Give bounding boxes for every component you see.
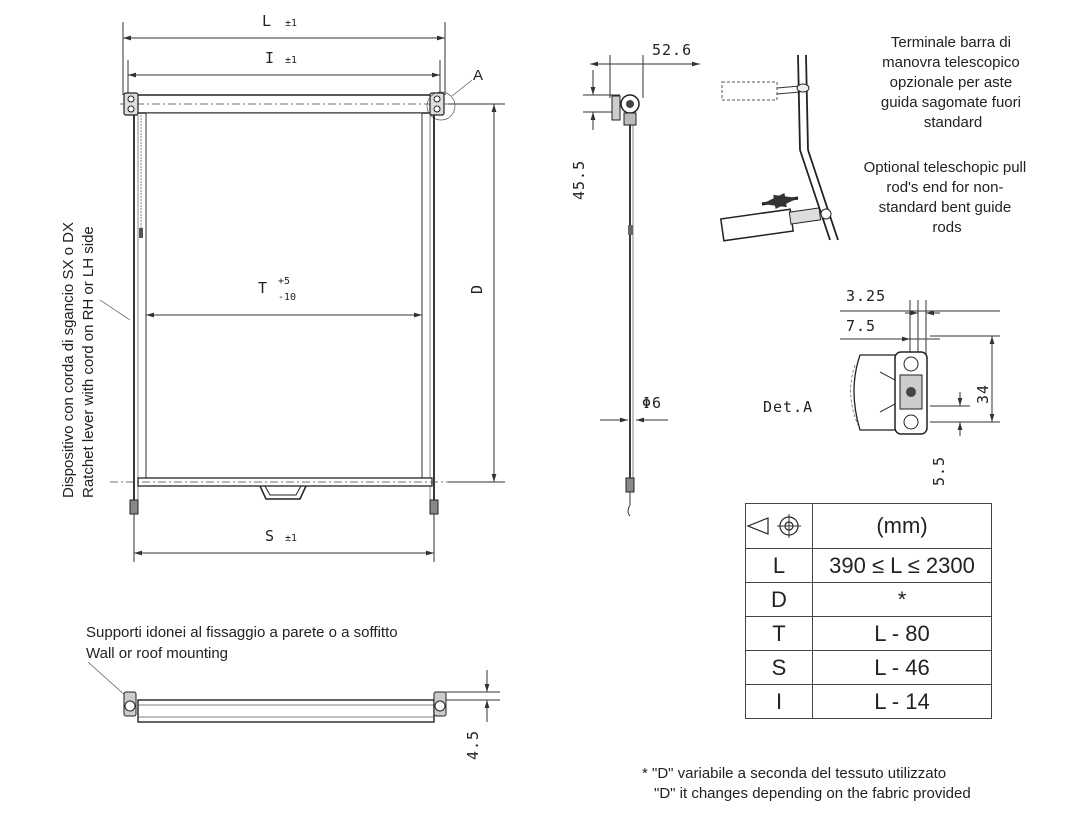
table-header-unit: (mm) xyxy=(812,503,992,549)
dim-I-label: I xyxy=(265,49,275,67)
table-row-value: L - 46 xyxy=(812,650,992,685)
table-row-value: L - 80 xyxy=(812,616,992,651)
mounting-view: Supporti idonei al fissaggio a parete o … xyxy=(86,624,500,760)
front-view: L ±1 I ±1 A xyxy=(60,12,505,562)
telescopic-sketch xyxy=(719,54,839,242)
side-note-italian: Dispositivo con corda di sgancio SX o DX xyxy=(60,222,77,498)
telescopic-note-italian: Terminale barra di manovra telescopico o… xyxy=(881,34,1025,131)
footnote: * "D" variabile a seconda del tessuto ut… xyxy=(642,764,971,804)
telescopic-note-english: Optional teleschopic pull rod's end for … xyxy=(864,159,1031,236)
side-dim-height: 45.5 xyxy=(570,160,588,200)
table-row: S L - 46 xyxy=(745,650,992,685)
table-row-key: L xyxy=(745,548,813,583)
dim-T-tolerance-minus: -10 xyxy=(278,292,296,303)
dim-I-tolerance: ±1 xyxy=(285,55,297,66)
table-row-value: 390 ≤ L ≤ 2300 xyxy=(812,548,992,583)
footnote-italian: * "D" variabile a seconda del tessuto ut… xyxy=(642,765,947,782)
side-dim-top: 52.6 xyxy=(652,41,692,59)
dim-T-tolerance-plus: +5 xyxy=(278,276,290,287)
table-row-key: S xyxy=(745,650,813,685)
table-header-row: (mm) xyxy=(745,503,992,549)
table-row-key: T xyxy=(745,616,813,651)
detail-a-reference: A xyxy=(473,67,483,84)
detail-dim-34: 34 xyxy=(974,384,992,404)
dim-D-label: D xyxy=(468,284,486,294)
side-dim-rod-diameter: Φ6 xyxy=(642,394,662,412)
mounting-note-italian: Supporti idonei al fissaggio a parete o … xyxy=(86,624,398,641)
table-row-key: D xyxy=(745,582,813,617)
detail-a-label: Det.A xyxy=(763,398,813,416)
table-row-key: I xyxy=(745,684,813,719)
detail-dim-7-5: 7.5 xyxy=(846,317,876,335)
table-row-value: * xyxy=(812,582,992,617)
spec-table: (mm) L 390 ≤ L ≤ 2300 D * T L - 80 S L -… xyxy=(745,503,992,719)
right-bracket xyxy=(429,92,445,116)
table-row: T L - 80 xyxy=(745,616,992,651)
dim-S-tolerance: ±1 xyxy=(285,533,297,544)
dim-L-tolerance: ±1 xyxy=(285,18,297,29)
dim-T-label: T xyxy=(258,279,268,297)
mount-right-bracket xyxy=(433,691,447,717)
detail-dim-3-25: 3.25 xyxy=(846,287,886,305)
detail-dim-5-5: 5.5 xyxy=(930,456,948,486)
side-note-english: Ratchet lever with cord on RH or LH side xyxy=(80,226,97,498)
footnote-english: "D" it changes depending on the fabric p… xyxy=(654,785,971,802)
side-view: 52.6 45.5 Φ6 xyxy=(570,41,700,517)
table-row: D * xyxy=(745,582,992,617)
mounting-note-english: Wall or roof mounting xyxy=(86,645,228,662)
table-row: I L - 14 xyxy=(745,684,992,719)
mount-left-bracket xyxy=(123,691,137,717)
table-row-value: L - 14 xyxy=(812,684,992,719)
dim-L-label: L xyxy=(262,12,272,30)
dim-S-label: S xyxy=(265,527,275,545)
left-bracket xyxy=(123,92,139,116)
detail-a: 3.25 7.5 34 5.5 Det.A xyxy=(763,287,1000,486)
mount-dim-height: 4.5 xyxy=(464,730,482,760)
table-row: L 390 ≤ L ≤ 2300 xyxy=(745,548,992,583)
table-header-symbol-cell xyxy=(745,503,813,549)
